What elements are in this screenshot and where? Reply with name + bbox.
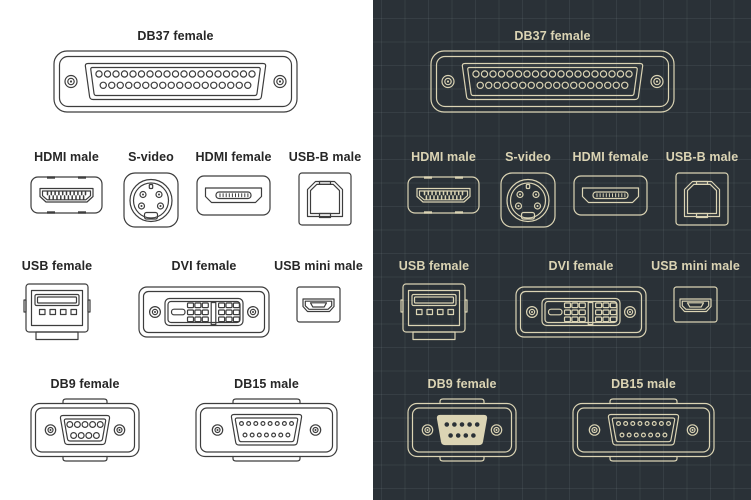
db37-female-drawing-dark bbox=[430, 50, 675, 113]
db15-male-label-light: DB15 male bbox=[234, 377, 299, 391]
s-video-label-dark: S-video bbox=[505, 150, 551, 164]
usb-female-label-dark: USB female bbox=[398, 259, 470, 273]
db9-female-drawing-dark bbox=[407, 398, 517, 462]
hdmi-male-drawing-light bbox=[30, 176, 103, 214]
usb-female-drawing-dark bbox=[400, 283, 468, 341]
db15-male-label-dark: DB15 male bbox=[611, 377, 676, 391]
hdmi-male-drawing-dark bbox=[407, 176, 480, 214]
dvi-female-label-dark: DVI female bbox=[548, 259, 614, 273]
usb-mini-male-drawing-dark bbox=[673, 286, 718, 323]
db37-female-label-light: DB37 female bbox=[137, 29, 214, 43]
dvi-female-label-light: DVI female bbox=[171, 259, 237, 273]
usb-b-male-drawing-dark bbox=[675, 172, 729, 226]
usb-female-label-light: USB female bbox=[21, 259, 93, 273]
hdmi-female-label-light: HDMI female bbox=[195, 150, 272, 164]
db9-female-label-light: DB9 female bbox=[50, 377, 120, 391]
hdmi-female-drawing-dark bbox=[573, 175, 648, 216]
hdmi-female-label-dark: HDMI female bbox=[572, 150, 649, 164]
s-video-drawing-dark bbox=[500, 172, 556, 228]
db15-male-drawing-light bbox=[195, 398, 338, 462]
hdmi-male-label-light: HDMI male bbox=[34, 150, 99, 164]
usb-b-male-label-dark: USB-B male bbox=[665, 150, 739, 164]
usb-mini-male-label-dark: USB mini male bbox=[651, 259, 740, 273]
db9-female-label-dark: DB9 female bbox=[427, 377, 497, 391]
db37-female-label-dark: DB37 female bbox=[514, 29, 591, 43]
db15-male-drawing-dark bbox=[572, 398, 715, 462]
s-video-drawing-light bbox=[123, 172, 179, 228]
s-video-label-light: S-video bbox=[128, 150, 174, 164]
usb-mini-male-drawing-light bbox=[296, 286, 341, 323]
dvi-female-drawing-dark bbox=[515, 286, 647, 338]
dvi-female-drawing-light bbox=[138, 286, 270, 338]
usb-b-male-drawing-light bbox=[298, 172, 352, 226]
hdmi-male-label-dark: HDMI male bbox=[411, 150, 476, 164]
hdmi-female-drawing-light bbox=[196, 175, 271, 216]
db9-female-drawing-light bbox=[30, 398, 140, 462]
db37-female-drawing-light bbox=[53, 50, 298, 113]
usb-female-drawing-light bbox=[23, 283, 91, 341]
usb-b-male-label-light: USB-B male bbox=[288, 150, 362, 164]
usb-mini-male-label-light: USB mini male bbox=[274, 259, 363, 273]
